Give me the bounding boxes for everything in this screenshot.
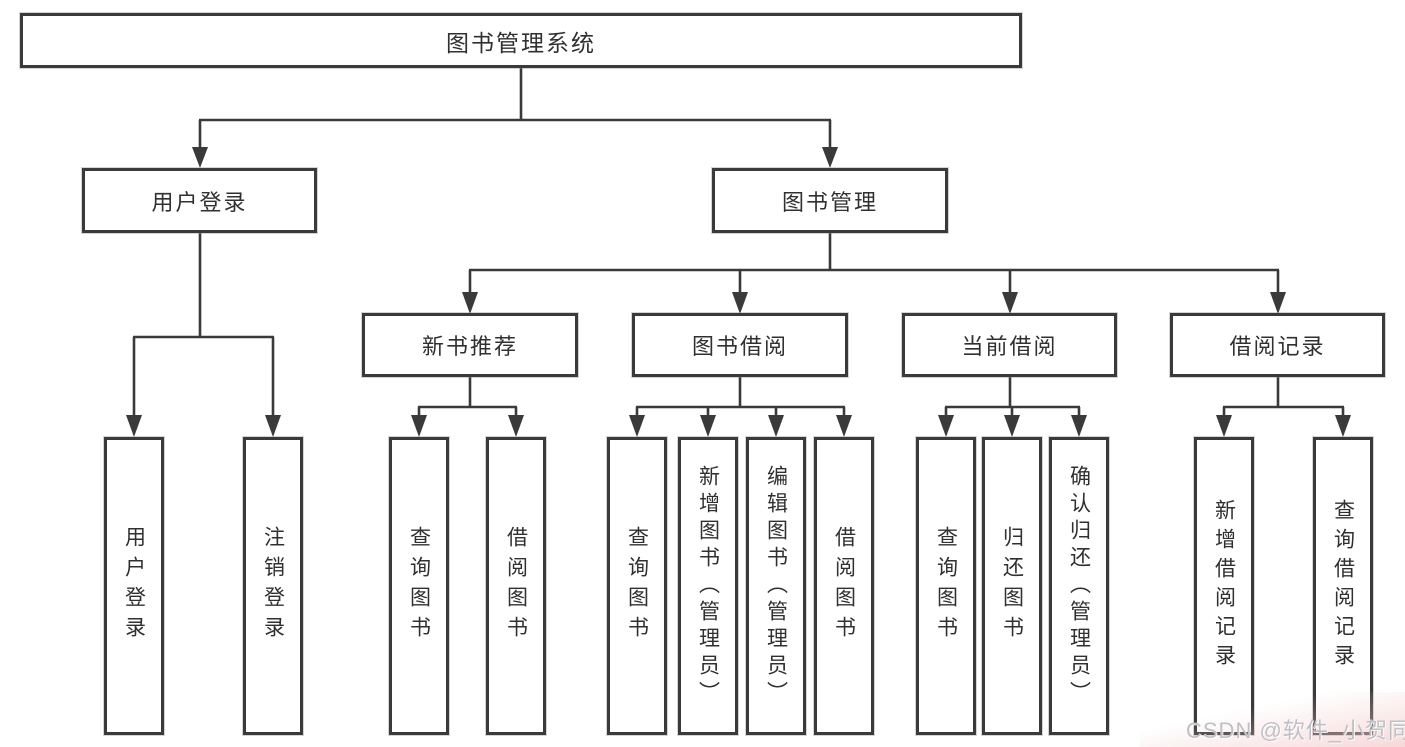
node-book-borrow-label: 图书借阅 [691,334,788,359]
leaf-query-borrow-record: 查询借阅记录 [1313,437,1373,735]
watermark: CSDN @软件_小贺同学 [1186,718,1405,743]
arrowheads [126,147,1351,437]
node-book-management-label: 图书管理 [781,189,878,215]
leaf-query-books-recommend: 查询图书 [389,437,449,735]
leaf-borrow-books-borrow-label: 借阅图书 [832,526,856,646]
leaf-edit-book-admin-label: 编辑图书（管理员） [764,464,788,708]
leaf-borrow-books-borrow: 借阅图书 [814,437,874,735]
leaf-add-book-admin-label: 新增图书（管理员） [696,464,720,708]
leaf-borrow-books-recommend: 借阅图书 [486,437,546,735]
node-new-book-recommend-label: 新书推荐 [421,334,518,359]
leaf-query-books-borrow: 查询图书 [607,437,667,735]
node-book-borrow: 图书借阅 [632,313,848,377]
leaf-return-books: 归还图书 [982,437,1042,735]
leaf-query-books-current-label: 查询图书 [934,526,958,646]
leaf-query-books-current: 查询图书 [916,437,976,735]
node-root: 图书管理系统 [20,13,1022,68]
node-current-borrow-label: 当前借阅 [961,334,1058,359]
leaf-add-book-admin: 新增图书（管理员） [678,437,738,735]
leaf-add-borrow-record: 新增借阅记录 [1194,437,1254,735]
node-book-management: 图书管理 [712,168,948,233]
leaf-return-books-label: 归还图书 [1000,526,1024,646]
leaf-user-login: 用户登录 [104,437,164,735]
node-borrow-records-label: 借阅记录 [1229,334,1326,359]
leaf-borrow-books-recommend-label: 借阅图书 [504,526,528,646]
node-borrow-records: 借阅记录 [1170,313,1385,377]
leaf-logout-label: 注销登录 [261,526,285,646]
leaf-add-borrow-record-label: 新增借阅记录 [1212,499,1236,673]
leaf-query-books-borrow-label: 查询图书 [625,526,649,646]
leaf-confirm-return-admin: 确认归还（管理员） [1049,437,1109,735]
leaf-query-borrow-record-label: 查询借阅记录 [1331,499,1355,673]
node-user-login: 用户登录 [82,168,317,233]
node-current-borrow: 当前借阅 [902,313,1117,377]
node-root-label: 图书管理系统 [446,29,596,56]
leaf-edit-book-admin: 编辑图书（管理员） [746,437,806,735]
leaf-user-login-label: 用户登录 [122,526,146,646]
node-user-login-label: 用户登录 [151,189,248,215]
leaf-confirm-return-admin-label: 确认归还（管理员） [1067,464,1091,708]
leaf-query-books-recommend-label: 查询图书 [407,526,431,646]
node-new-book-recommend: 新书推荐 [362,313,578,377]
leaf-logout: 注销登录 [243,437,303,735]
